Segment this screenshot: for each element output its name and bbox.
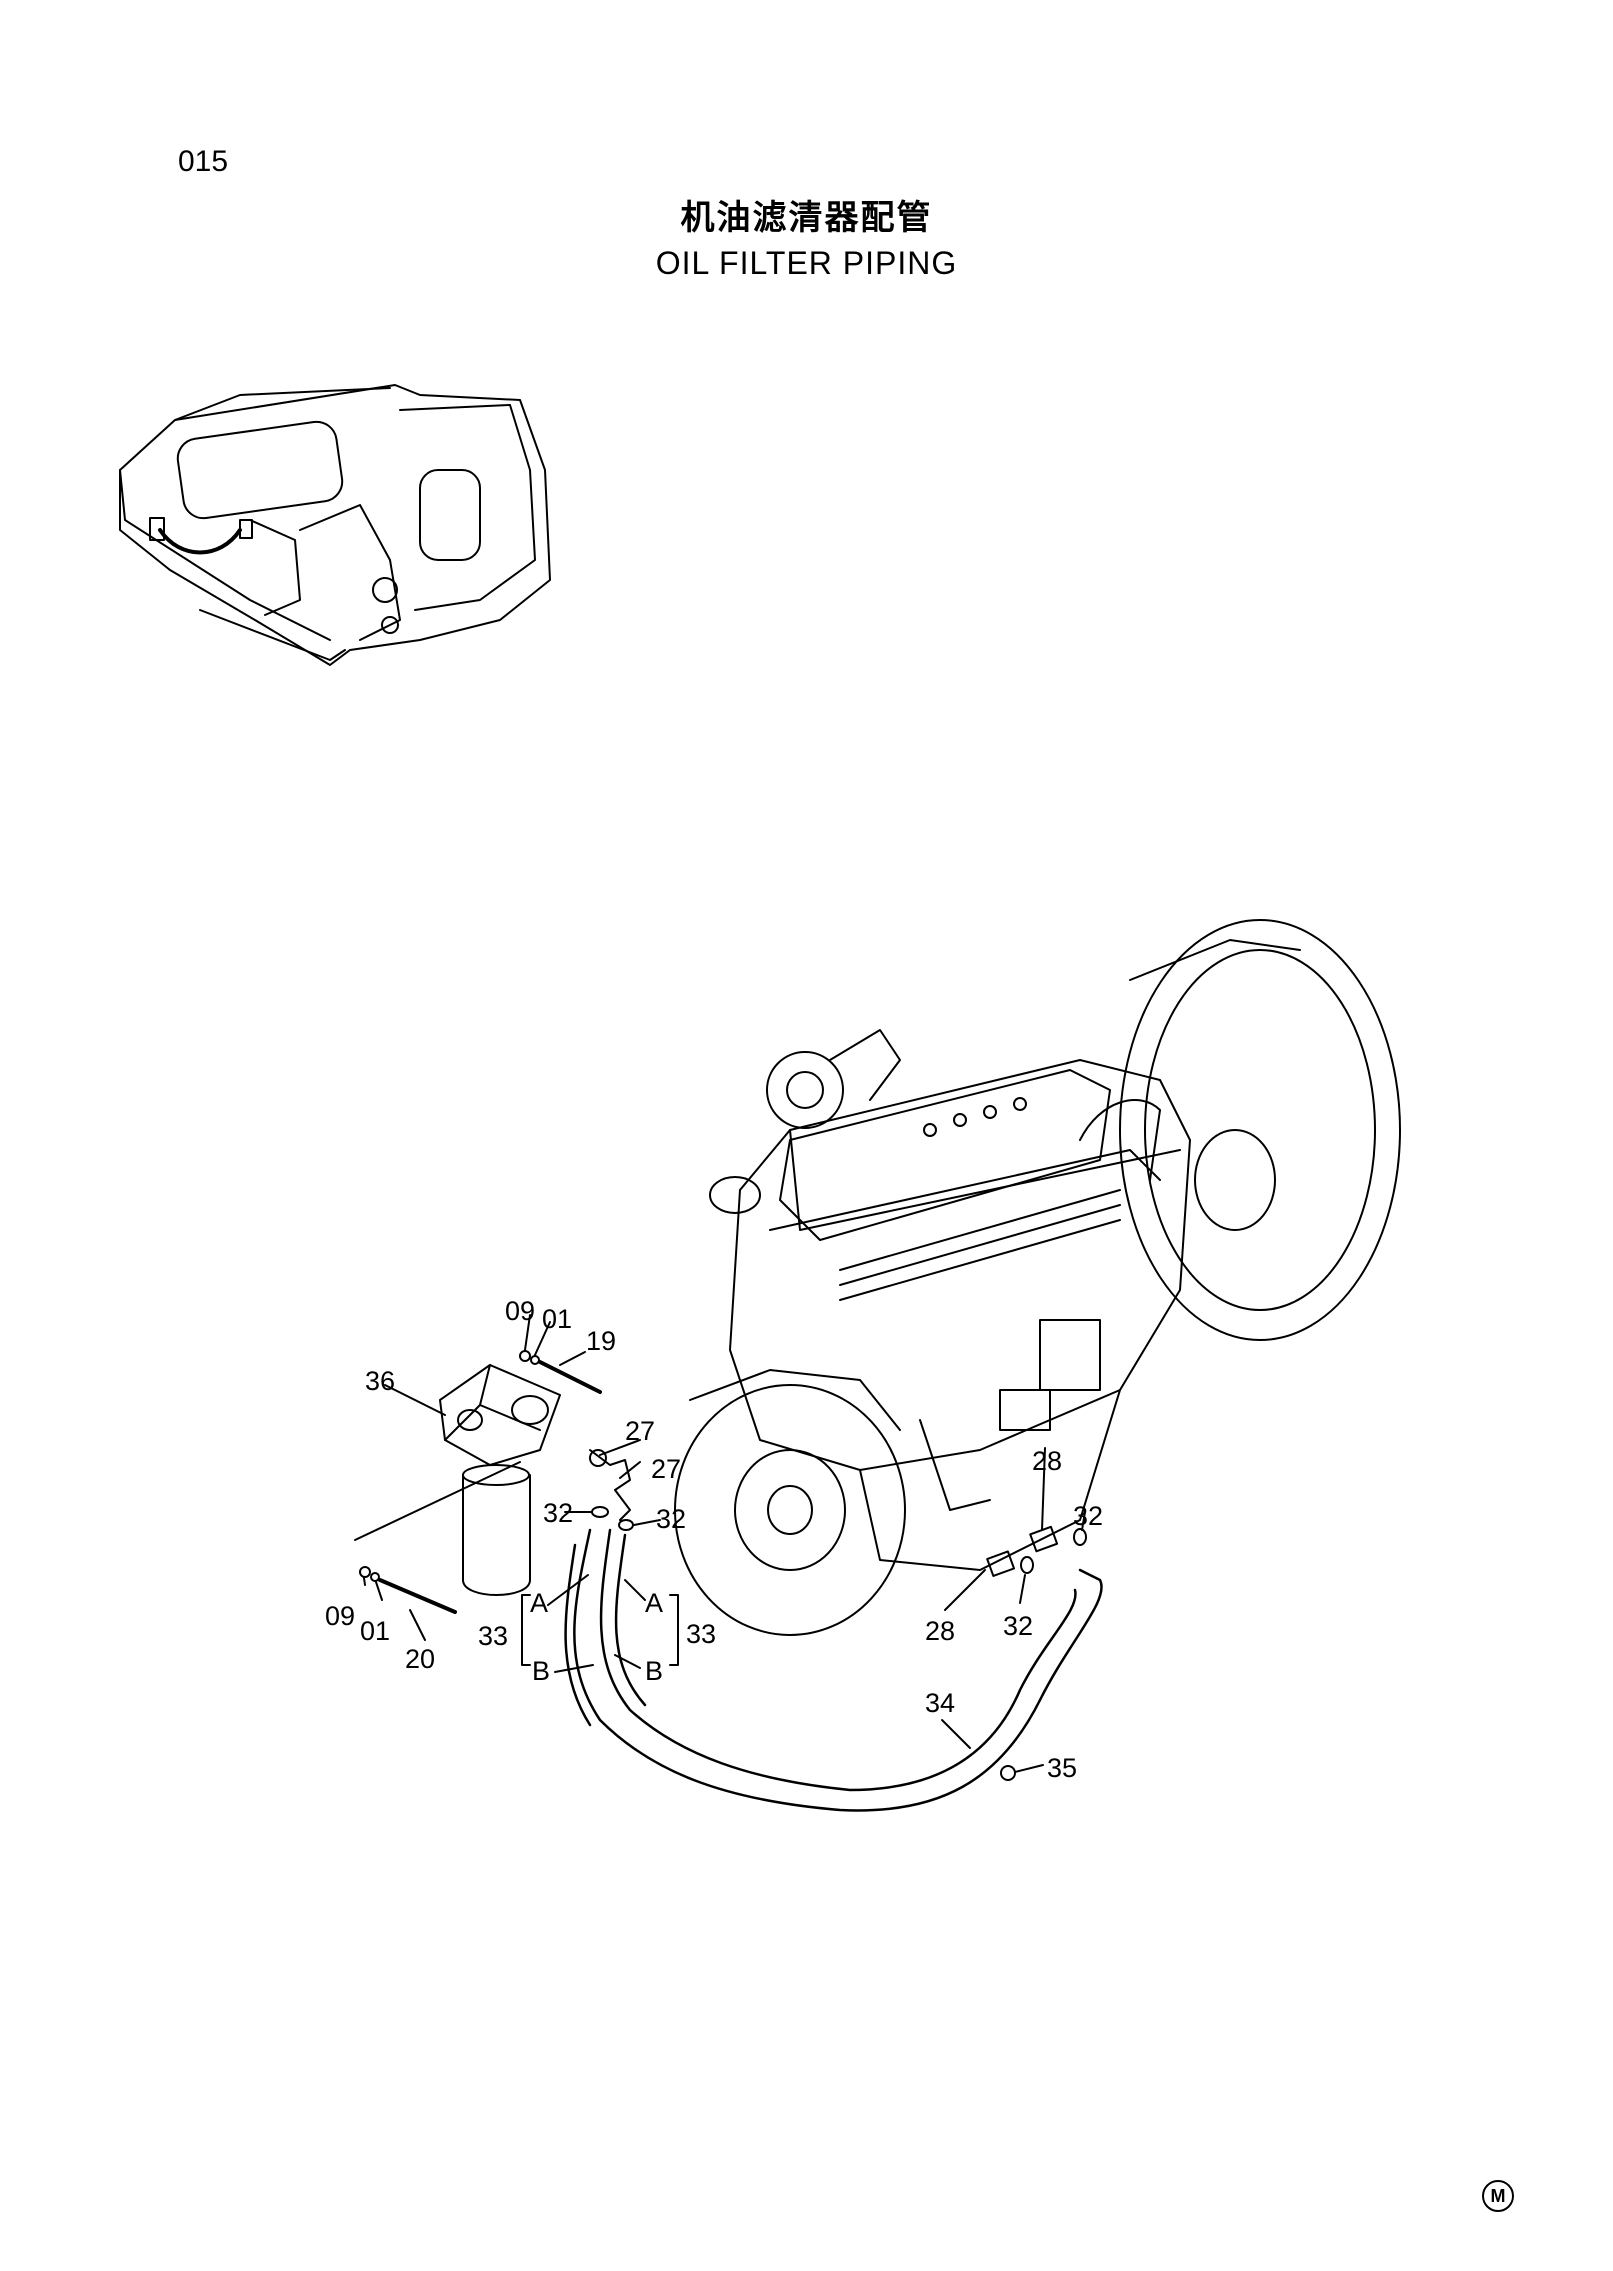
m-mark-icon: M [1482,2180,1514,2212]
callout-33-right: 33 [686,1619,716,1649]
callout-19: 19 [586,1326,616,1356]
bolt-19 [538,1360,602,1394]
callout-01-lower: 01 [360,1616,390,1646]
adapter-28-lower [986,1550,1016,1577]
callout-36: 36 [365,1366,395,1396]
callout-09-upper: 09 [505,1296,535,1326]
callout-34: 34 [925,1688,955,1718]
callout-32-center: 32 [656,1504,686,1534]
elbow-fitting [589,1449,631,1521]
callout-B-right: B [645,1656,663,1686]
bolt-20 [378,1578,457,1614]
callout-32-right: 32 [1073,1501,1103,1531]
adapter-28-upper [1029,1525,1059,1553]
callout-32-lower: 32 [1003,1611,1033,1641]
hose-clip [1000,1765,1016,1781]
callout-09-lower: 09 [325,1601,355,1631]
callout-35: 35 [1047,1753,1077,1783]
callout-27-a: 27 [625,1416,655,1446]
callout-32-left: 32 [543,1498,573,1528]
oil-filter-head [439,1364,561,1466]
callout-B-left: B [532,1656,550,1686]
callout-28-lower: 28 [925,1616,955,1646]
callout-27-b: 27 [651,1454,681,1484]
callout-A-left: A [530,1588,548,1618]
hose-assembly [564,1528,1103,1812]
excavator-locator-illustration [119,384,551,666]
oil-filter-cartridge [462,1464,531,1596]
title-chinese: 机油滤清器配管 [680,198,933,238]
callout-20: 20 [405,1644,435,1674]
callout-33-left: 33 [478,1621,508,1651]
washer-icon [530,1355,540,1365]
engine-illustration [674,919,1401,1636]
callout-28-upper: 28 [1032,1446,1062,1476]
callout-A-right: A [645,1588,663,1618]
callout-labels: 09 01 19 36 27 27 32 32 28 32 09 01 20 3… [325,1296,1103,1783]
page-number: 015 [178,145,229,178]
title-english: OIL FILTER PIPING [655,245,958,281]
callout-01-upper: 01 [542,1304,572,1334]
